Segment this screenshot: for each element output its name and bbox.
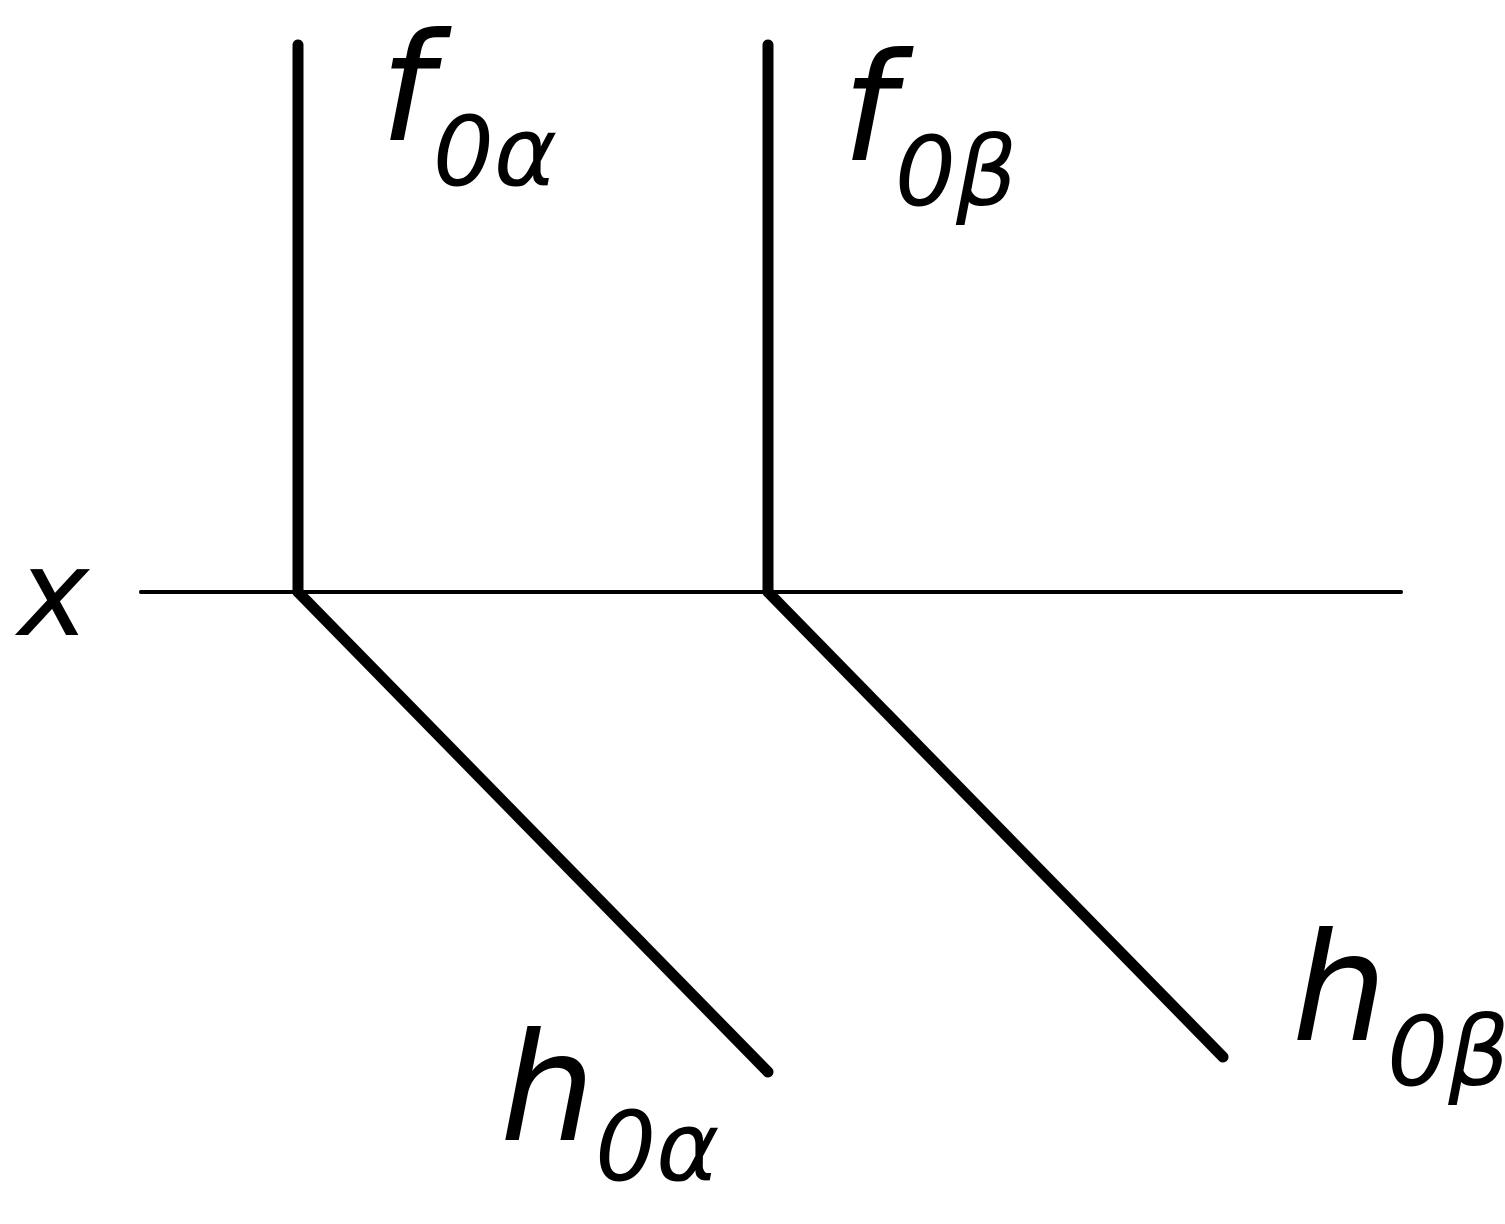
x-axis-label: x	[14, 525, 91, 664]
f-alpha-label: f0α	[380, 2, 557, 208]
h-beta-label: h0β	[1292, 902, 1505, 1108]
f-beta-label: f0β	[842, 22, 1017, 228]
h-alpha-label: h0α	[500, 1002, 719, 1203]
h-alpha-trace-line	[292, 586, 774, 1078]
h-beta-trace-line	[762, 586, 1229, 1063]
